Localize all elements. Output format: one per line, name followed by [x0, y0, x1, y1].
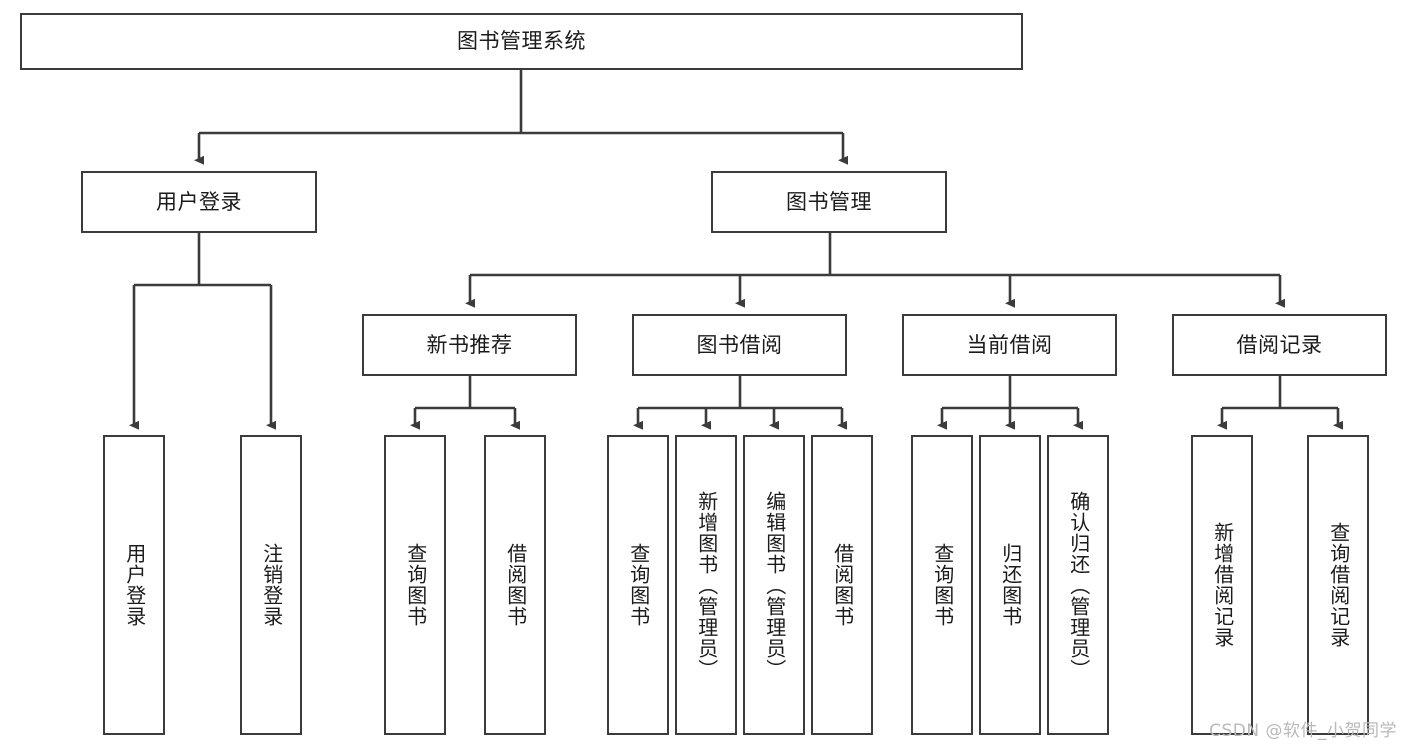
leaf-user-logout[interactable]: 注销登录	[240, 435, 302, 735]
node-root-label: 图书管理系统	[457, 29, 586, 54]
node-new-book-recommend-label: 新书推荐	[426, 332, 513, 357]
leaf-recommend-query-book-label: 查询图书	[403, 543, 428, 627]
node-user-login-label: 用户登录	[156, 189, 242, 214]
leaf-borrow-borrow-book[interactable]: 借阅图书	[811, 435, 873, 735]
node-root[interactable]: 图书管理系统	[20, 13, 1023, 70]
leaf-record-add-label: 新增借阅记录	[1210, 522, 1235, 648]
node-user-login[interactable]: 用户登录	[81, 171, 317, 233]
node-book-borrow[interactable]: 图书借阅	[632, 314, 847, 376]
node-new-book-recommend[interactable]: 新书推荐	[362, 314, 577, 376]
node-book-borrow-label: 图书借阅	[696, 332, 783, 357]
node-current-borrow[interactable]: 当前借阅	[902, 314, 1117, 376]
node-borrow-record-label: 借阅记录	[1236, 332, 1323, 357]
leaf-current-confirm-return-label: 确认归还（管理员）	[1066, 490, 1091, 680]
node-book-management-label: 图书管理	[786, 189, 872, 214]
leaf-record-query[interactable]: 查询借阅记录	[1307, 435, 1369, 735]
leaf-user-login[interactable]: 用户登录	[103, 435, 165, 735]
leaf-recommend-borrow-book[interactable]: 借阅图书	[484, 435, 546, 735]
node-current-borrow-label: 当前借阅	[966, 332, 1053, 357]
leaf-record-query-label: 查询借阅记录	[1326, 522, 1351, 648]
leaf-user-login-label: 用户登录	[122, 543, 147, 627]
leaf-current-return-book[interactable]: 归还图书	[979, 435, 1041, 735]
leaf-recommend-query-book[interactable]: 查询图书	[384, 435, 446, 735]
leaf-current-return-book-label: 归还图书	[998, 543, 1023, 627]
leaf-user-logout-label: 注销登录	[259, 543, 284, 627]
leaf-borrow-add-book[interactable]: 新增图书（管理员）	[675, 435, 737, 735]
leaf-current-query-book-label: 查询图书	[930, 543, 955, 627]
node-book-management[interactable]: 图书管理	[711, 171, 947, 233]
leaf-borrow-edit-book-label: 编辑图书（管理员）	[762, 490, 787, 680]
node-borrow-record[interactable]: 借阅记录	[1172, 314, 1387, 376]
watermark: CSDN @软件_小贺同学	[1209, 721, 1397, 741]
leaf-borrow-borrow-book-label: 借阅图书	[830, 543, 855, 627]
leaf-borrow-add-book-label: 新增图书（管理员）	[694, 490, 719, 680]
leaf-borrow-query-book[interactable]: 查询图书	[607, 435, 669, 735]
leaf-current-confirm-return[interactable]: 确认归还（管理员）	[1047, 435, 1109, 735]
leaf-recommend-borrow-book-label: 借阅图书	[503, 543, 528, 627]
leaf-borrow-edit-book[interactable]: 编辑图书（管理员）	[743, 435, 805, 735]
leaf-current-query-book[interactable]: 查询图书	[911, 435, 973, 735]
leaf-borrow-query-book-label: 查询图书	[626, 543, 651, 627]
leaf-record-add[interactable]: 新增借阅记录	[1191, 435, 1253, 735]
